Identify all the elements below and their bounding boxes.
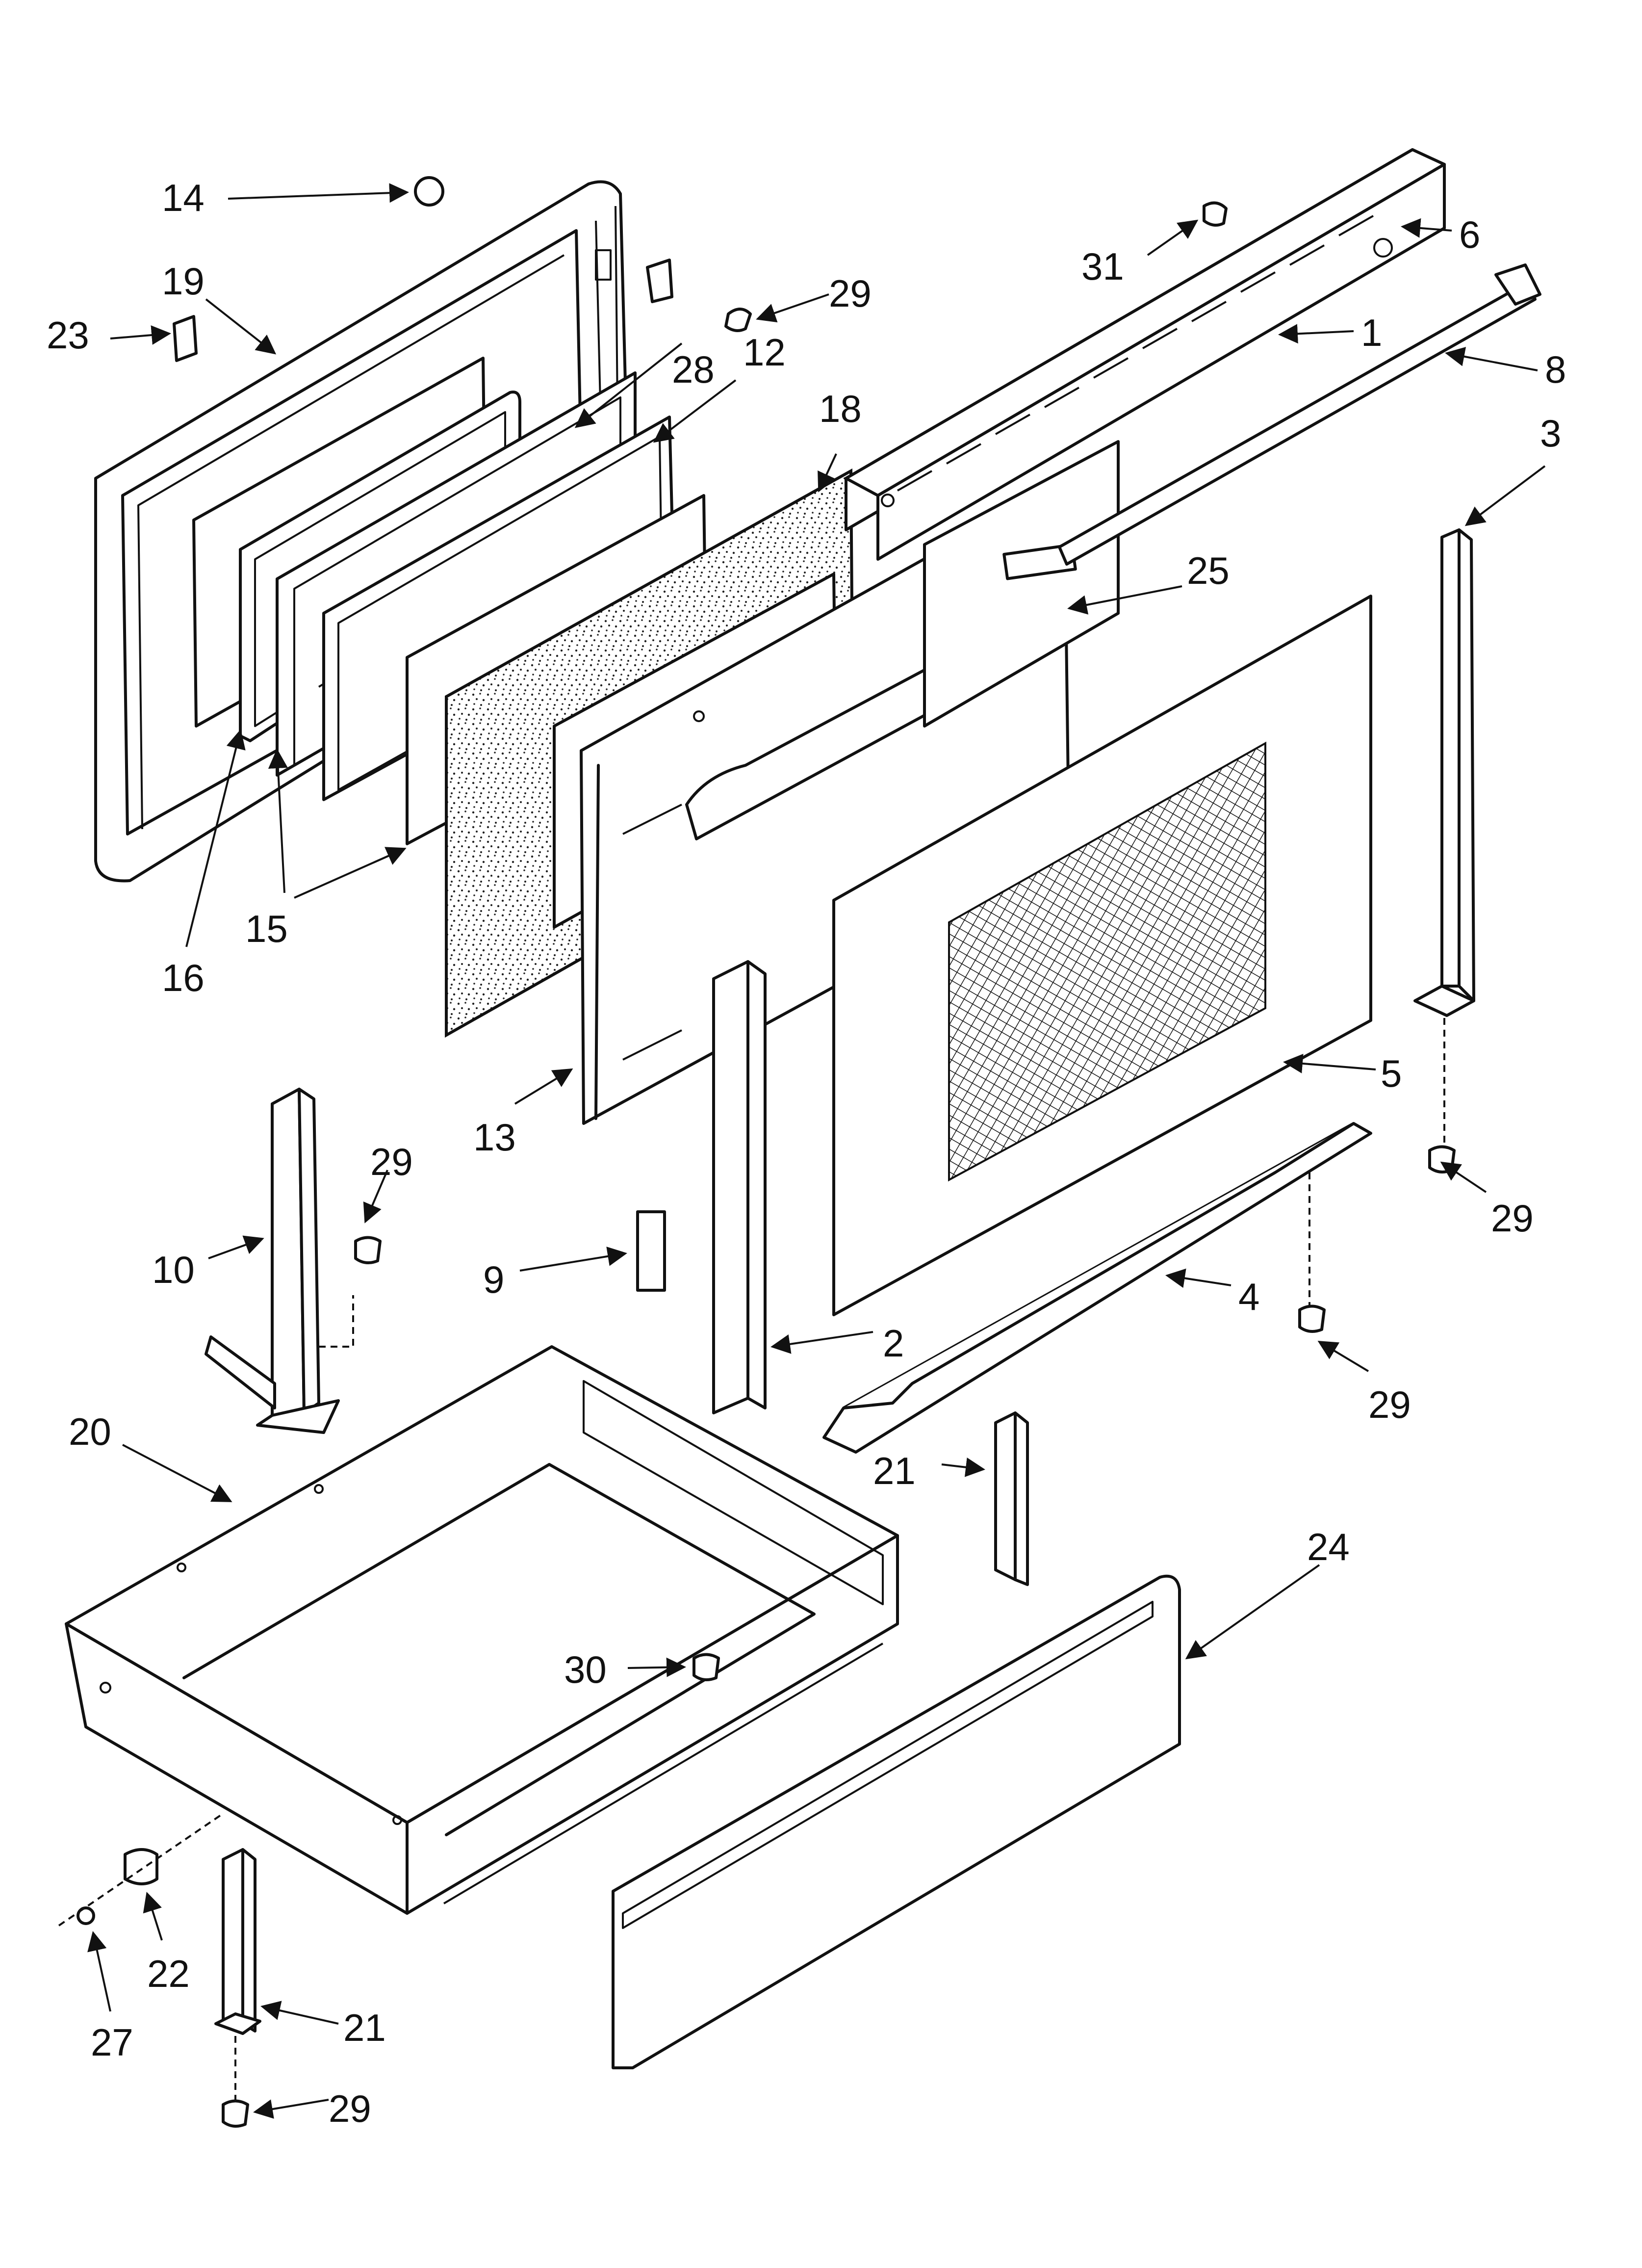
- callout-3: 3: [1540, 412, 1561, 455]
- callout-30: 30: [564, 1648, 607, 1691]
- callout-25: 25: [1187, 549, 1230, 592]
- callout-22: 22: [147, 1952, 190, 1995]
- callout-29-top: 29: [829, 272, 872, 315]
- callout-2: 2: [883, 1322, 904, 1365]
- callout-12: 12: [743, 331, 786, 374]
- screw-part-30: [693, 1653, 720, 1681]
- washer-part-27: [77, 1906, 95, 1925]
- callout-23: 23: [47, 313, 89, 357]
- screw-part-29-rail: [1298, 1304, 1326, 1333]
- drawer-front-panel-part-24: [612, 1574, 1181, 2069]
- spacer-part-9: [636, 1210, 666, 1292]
- callout-28: 28: [672, 348, 715, 391]
- callout-8: 8: [1545, 348, 1566, 391]
- fastener-screws: [58, 176, 1456, 2128]
- vent-panel-part-1: [923, 440, 1120, 728]
- screw-part-29-left: [354, 1236, 382, 1264]
- roller-axis-dashed: [58, 1814, 222, 1927]
- roller-part-22: [124, 1848, 158, 1885]
- clip-part-23: [173, 315, 198, 362]
- lower-trim-rail-part-4: [822, 1122, 1372, 1454]
- screw-part-29-top: [724, 308, 752, 332]
- callout-10: 10: [152, 1248, 195, 1291]
- clip-part-28: [646, 259, 673, 303]
- callout-29-bottom: 29: [329, 2087, 371, 2130]
- vent-trim-part-6: [845, 148, 1446, 561]
- callout-13: 13: [473, 1116, 516, 1159]
- callout-5: 5: [1381, 1052, 1402, 1095]
- callout-21-lower: 21: [343, 2006, 386, 2049]
- callout-31: 31: [1081, 245, 1124, 288]
- side-channel-part-3: [1413, 528, 1475, 1143]
- callout-16: 16: [162, 956, 205, 999]
- callout-24: 24: [1307, 1525, 1350, 1568]
- callout-20: 20: [69, 1410, 111, 1453]
- callout-6: 6: [1459, 213, 1480, 256]
- callout-29-rail: 29: [1368, 1383, 1411, 1426]
- side-channel-part-2: [712, 960, 767, 1414]
- screw-part-31: [1203, 201, 1228, 227]
- hinge-bracket-part-10: [205, 1088, 354, 1434]
- callout-29-right: 29: [1491, 1197, 1534, 1240]
- bracket-part-21-upper: [994, 1411, 1029, 1586]
- leader-lines: [87, 183, 1546, 2119]
- callout-labels: 14 19 23 29 28 12 18 31 6 1 8 3 25 16 15…: [47, 176, 1566, 2130]
- callout-19: 19: [162, 260, 205, 303]
- callout-15: 15: [245, 907, 288, 950]
- callout-18: 18: [819, 387, 862, 430]
- callout-27: 27: [91, 2021, 133, 2064]
- callout-1: 1: [1361, 311, 1382, 354]
- callout-29-left: 29: [370, 1140, 413, 1183]
- oven-door-window-part-5: [832, 595, 1372, 1316]
- bumper-part-14: [414, 176, 444, 207]
- storage-drawer-part-20: [65, 1345, 899, 1915]
- callout-4: 4: [1238, 1275, 1259, 1318]
- callout-9: 9: [483, 1258, 504, 1301]
- callout-21-upper: 21: [873, 1449, 916, 1492]
- callout-14: 14: [162, 176, 205, 219]
- bracket-part-21-lower: [214, 1848, 261, 2100]
- door-handle-part-8: [1002, 263, 1541, 580]
- screw-part-29-bottom: [222, 2099, 249, 2128]
